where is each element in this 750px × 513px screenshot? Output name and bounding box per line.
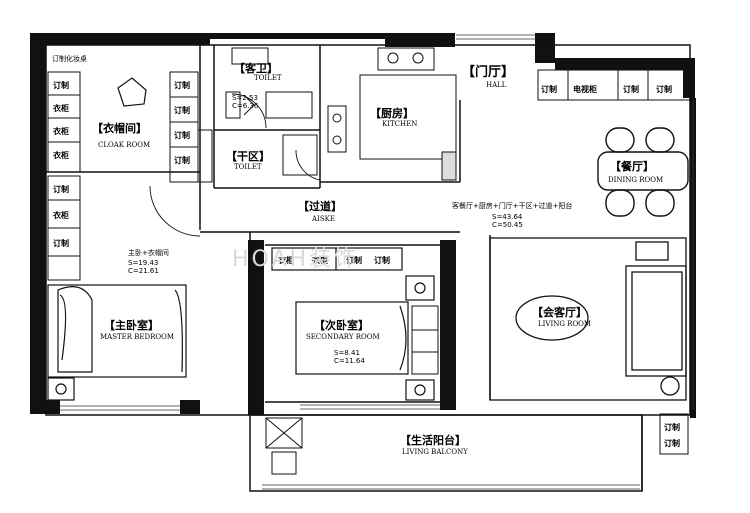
cabinet-label: 衣柜: [53, 210, 69, 220]
cloak-room-en: CLOAK ROOM: [98, 141, 150, 149]
cabinet-label: 订制: [53, 184, 69, 194]
custom-table-note: 订制化妆桌: [52, 54, 87, 63]
cabinet-label: 订制: [174, 105, 190, 115]
cabinet-label: 订制: [174, 80, 190, 90]
guest-toilet-area: S=2.53: [232, 94, 258, 102]
cabinet-label: 订制: [664, 422, 680, 432]
dining-cn: 【餐厅】: [610, 159, 654, 173]
cabinet-label: 衣柜: [53, 126, 69, 136]
balcony-cn: 【生活阳台】: [400, 433, 466, 447]
master-zone-perimeter: C=21.61: [128, 267, 159, 275]
cabinet-label: 订制: [623, 84, 639, 94]
hall-cabinets: [537, 69, 691, 101]
cabinet-label: 订制: [174, 130, 190, 140]
master-bed-icon: [47, 284, 187, 401]
cabinet-label: 订制: [53, 238, 69, 248]
cabinet-label: 订制: [656, 84, 672, 94]
outer-walls: [30, 33, 696, 418]
cabinet-label: 订制: [346, 255, 362, 265]
dining-table-icon: [597, 127, 689, 217]
guest-toilet-perimeter: C=6.36: [232, 102, 259, 110]
master-cn: 【主卧室】: [104, 318, 159, 332]
secondary-en: SECONDARY ROOM: [306, 333, 380, 341]
secondary-cn: 【次卧室】: [314, 318, 369, 332]
guest-toilet-cn: 【客卫】: [234, 61, 278, 75]
living-furniture: [489, 237, 687, 401]
living-cn: 【会客厅】: [532, 305, 587, 319]
balcony-fixtures: [265, 413, 689, 475]
master-zone-title: 主卧+衣帽间: [128, 248, 169, 257]
kitchen-en: KITCHEN: [382, 120, 417, 128]
cloak-room-cn: 【衣帽间】: [92, 121, 147, 135]
living-zone-perimeter: C=50.45: [492, 221, 523, 229]
living-en: LIVING ROOM: [538, 320, 591, 328]
secondary-area: S=8.41: [334, 349, 360, 357]
dry-zone-cn: 【干区】: [226, 150, 270, 163]
hall-cn: 【门厅】: [462, 64, 514, 80]
dressing-table-icon: [117, 77, 147, 107]
master-en: MASTER BEDROOM: [100, 333, 174, 341]
cabinet-label: 订制: [374, 255, 390, 265]
door-swings: [149, 93, 321, 237]
dining-en: DINING ROOM: [608, 176, 663, 184]
hall-en: HALL: [486, 81, 507, 89]
watermark-logo: HOAH装饰: [232, 247, 359, 272]
cloak-cabinets-left: [47, 71, 81, 281]
cabinet-label: 订制: [53, 80, 69, 90]
cabinet-label: 订制: [174, 155, 190, 165]
cabinet-label: 电视柜: [573, 84, 597, 94]
secondary-cabinets: [411, 305, 439, 375]
dry-zone-en: TOILET: [234, 163, 262, 171]
secondary-perimeter: C=11.64: [334, 357, 365, 365]
guest-toilet-en: TOILET: [254, 74, 282, 82]
kitchen-cn: 【厨房】: [370, 106, 414, 120]
living-zone-area: S=43.64: [492, 213, 523, 221]
balcony-en: LIVING BALCONY: [402, 448, 468, 456]
cabinet-label: 订制: [664, 438, 680, 448]
windows: [60, 34, 694, 490]
kitchen-fixtures: [327, 47, 457, 181]
master-zone-area: S=19.43: [128, 259, 158, 267]
aisle-cn: 【过道】: [298, 199, 342, 213]
secondary-bed-icon: [271, 247, 435, 401]
cabinet-label: 衣柜: [278, 255, 294, 265]
living-zone-title: 客餐厅+厨房+门厅+干区+过道+阳台: [452, 201, 572, 210]
cabinet-label: 衣柜: [53, 150, 69, 160]
cabinet-label: 衣柜: [53, 103, 69, 113]
cabinet-label: 订制: [541, 84, 557, 94]
aisle-en: AISKE: [311, 215, 335, 223]
cloak-cabinets-right: [169, 71, 213, 183]
toilet-fixtures: [225, 47, 318, 176]
cabinet-label: 衣柜: [312, 255, 328, 265]
